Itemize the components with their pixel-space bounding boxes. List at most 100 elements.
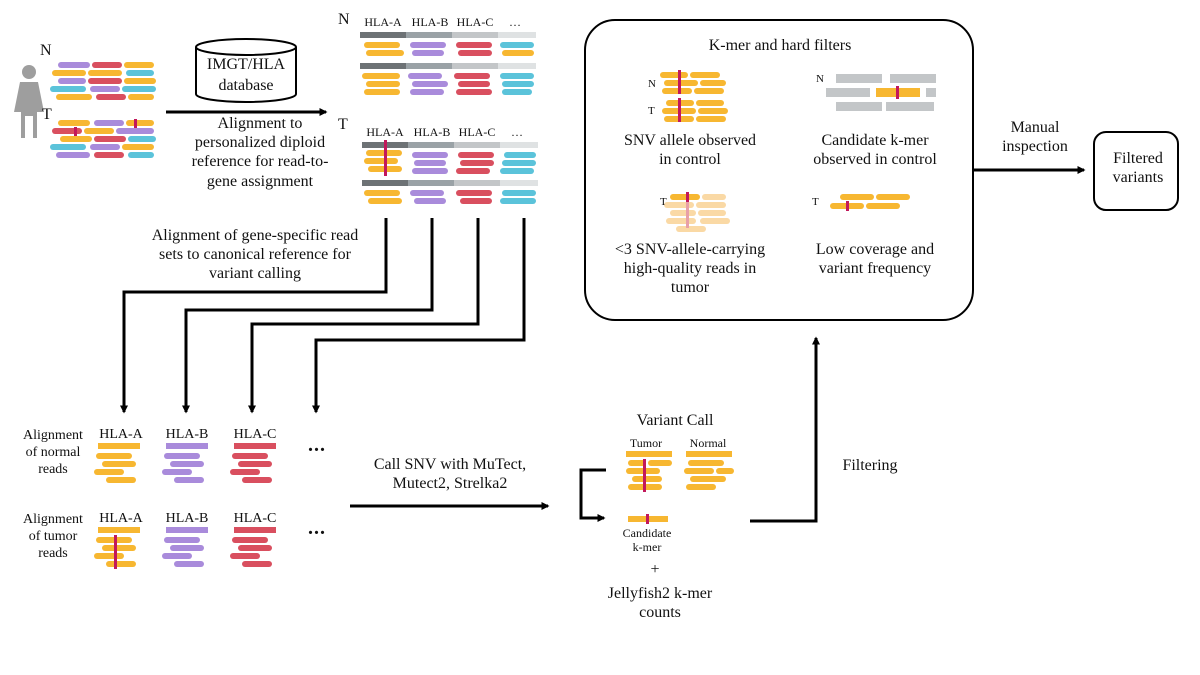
tumor-hla-c-read bbox=[242, 561, 272, 567]
tumor-hla-a-read bbox=[106, 561, 136, 567]
normal-sample-read bbox=[90, 86, 120, 92]
t-hap1-ref-c bbox=[454, 142, 500, 148]
n-ref-read bbox=[408, 73, 442, 79]
normal-hla-a-read bbox=[110, 453, 132, 459]
n-ref-read bbox=[362, 73, 400, 79]
t-ref-read bbox=[410, 190, 444, 196]
n-ref-read bbox=[366, 50, 404, 56]
normal-hla-c-read bbox=[246, 453, 268, 459]
filter-low-reads-label: <3 SNV-allele-carrying high-quality read… bbox=[614, 241, 766, 297]
tumor-hla-a-ref bbox=[98, 527, 140, 533]
filter-snv-variant-tumor bbox=[678, 98, 681, 122]
filter-snv-read bbox=[696, 100, 724, 106]
normal-call-read bbox=[686, 484, 716, 490]
n-ref-hla-a: HLA-A bbox=[364, 15, 402, 29]
normal-reads-alignment-label: Alignment of normal reads bbox=[23, 428, 83, 477]
filter-snv-read bbox=[660, 72, 688, 78]
normal-sample-read bbox=[126, 70, 154, 76]
normal-hla-a-read bbox=[94, 469, 124, 475]
normal-call-read bbox=[690, 476, 726, 482]
normal-sample-read bbox=[96, 94, 126, 100]
n-ref-read bbox=[364, 89, 400, 95]
t-ref-read bbox=[502, 190, 536, 196]
tumor-sample-read bbox=[116, 128, 154, 134]
n-ref-read bbox=[412, 50, 444, 56]
tumor-hla-c-label: HLA-C bbox=[233, 511, 277, 526]
n-ref-hla-b: HLA-B bbox=[411, 15, 449, 29]
t-ref-read bbox=[414, 160, 446, 166]
filter-lowcov-read bbox=[876, 194, 910, 200]
n-hap2-ref-b bbox=[406, 63, 452, 69]
normal-more-genes: ... bbox=[308, 434, 326, 456]
tumor-call-ref bbox=[626, 451, 672, 457]
normal-hla-c-ref bbox=[234, 443, 276, 449]
n-ref-read bbox=[458, 81, 490, 87]
filter-snv-read bbox=[700, 80, 726, 86]
filter3-t-label: T bbox=[660, 196, 667, 208]
tumor-sample-read bbox=[58, 120, 90, 126]
filter-kmer-read bbox=[886, 102, 934, 111]
filter-kmer-read bbox=[890, 74, 936, 83]
t-ref-ellipsis: … bbox=[511, 125, 523, 139]
n-ref-read bbox=[410, 89, 444, 95]
tumor-hla-c-ref bbox=[234, 527, 276, 533]
tumor-call-read bbox=[632, 476, 662, 482]
filter-kmer-control-label: Candidate k-mer observed in control bbox=[813, 132, 937, 169]
normal-hla-c-read bbox=[238, 461, 272, 467]
filter-snv-read bbox=[690, 72, 720, 78]
filter-snv-variant-normal bbox=[678, 70, 681, 94]
database-icon bbox=[195, 47, 297, 103]
n-ref-read bbox=[412, 81, 448, 87]
tumor-sample-read bbox=[52, 128, 82, 134]
tumor-sample-read bbox=[94, 136, 126, 142]
filter-kmer-read bbox=[826, 88, 870, 97]
tumor-reads-alignment-label: Alignment of tumor reads bbox=[23, 512, 83, 561]
normal-sample-read bbox=[122, 86, 156, 92]
t-ref-read bbox=[412, 152, 448, 158]
t-ref-read bbox=[460, 198, 492, 204]
t-hap2-ref-c bbox=[454, 180, 500, 186]
tumor-sample-read bbox=[128, 136, 156, 142]
normal-sample-read bbox=[58, 78, 86, 84]
tumor-sample-label: T bbox=[42, 106, 52, 123]
tumor-sample-read bbox=[126, 120, 154, 126]
tumor-reference-label: T bbox=[338, 116, 348, 133]
tumor-hla-a-label: HLA-A bbox=[99, 511, 143, 526]
filters-box bbox=[584, 19, 974, 321]
variant-call-title: Variant Call bbox=[636, 412, 714, 429]
arrow-hla-c-branch bbox=[248, 218, 480, 414]
n-hap2-ref-more bbox=[498, 63, 536, 69]
filter-snv-read bbox=[694, 88, 724, 94]
t-ref-read bbox=[504, 152, 536, 158]
filter-lowcov-variant bbox=[846, 201, 849, 211]
tumor-hla-b-label: HLA-B bbox=[165, 511, 209, 526]
n-ref-read bbox=[502, 81, 534, 87]
normal-call-ref bbox=[686, 451, 732, 457]
normal-hla-a-read bbox=[102, 461, 136, 467]
normal-hla-a-label: HLA-A bbox=[99, 427, 143, 442]
tumor-sample-read bbox=[50, 144, 86, 150]
arrow-to-candidate-kmer bbox=[579, 468, 606, 522]
manual-inspection-label: Manual inspection bbox=[1002, 119, 1068, 156]
jellyfish-label: Jellyfish2 k-mer counts bbox=[607, 585, 713, 622]
read-glyphs bbox=[14, 19, 1179, 569]
t-ref-hla-c: HLA-C bbox=[458, 125, 496, 139]
filter-kmer-read bbox=[836, 102, 882, 111]
normal-sample-read bbox=[92, 62, 122, 68]
t-ref-read bbox=[500, 168, 534, 174]
filters-title: K-mer and hard filters bbox=[708, 37, 852, 54]
tumor-sample-read bbox=[90, 144, 120, 150]
filter-kmer-variant bbox=[896, 86, 899, 99]
normal-call-read bbox=[684, 468, 714, 474]
filter-snv-read bbox=[662, 88, 692, 94]
normal-hla-c-read bbox=[242, 477, 272, 483]
tumor-call-read bbox=[628, 460, 646, 466]
arrow-filtering bbox=[750, 336, 820, 523]
tumor-more-genes: ... bbox=[308, 517, 326, 539]
normal-hla-b-read bbox=[174, 477, 204, 483]
tumor-sample-variant bbox=[74, 127, 77, 136]
normal-hla-b-read bbox=[170, 461, 204, 467]
n-ref-read bbox=[410, 42, 446, 48]
t-ref-read bbox=[368, 198, 402, 204]
